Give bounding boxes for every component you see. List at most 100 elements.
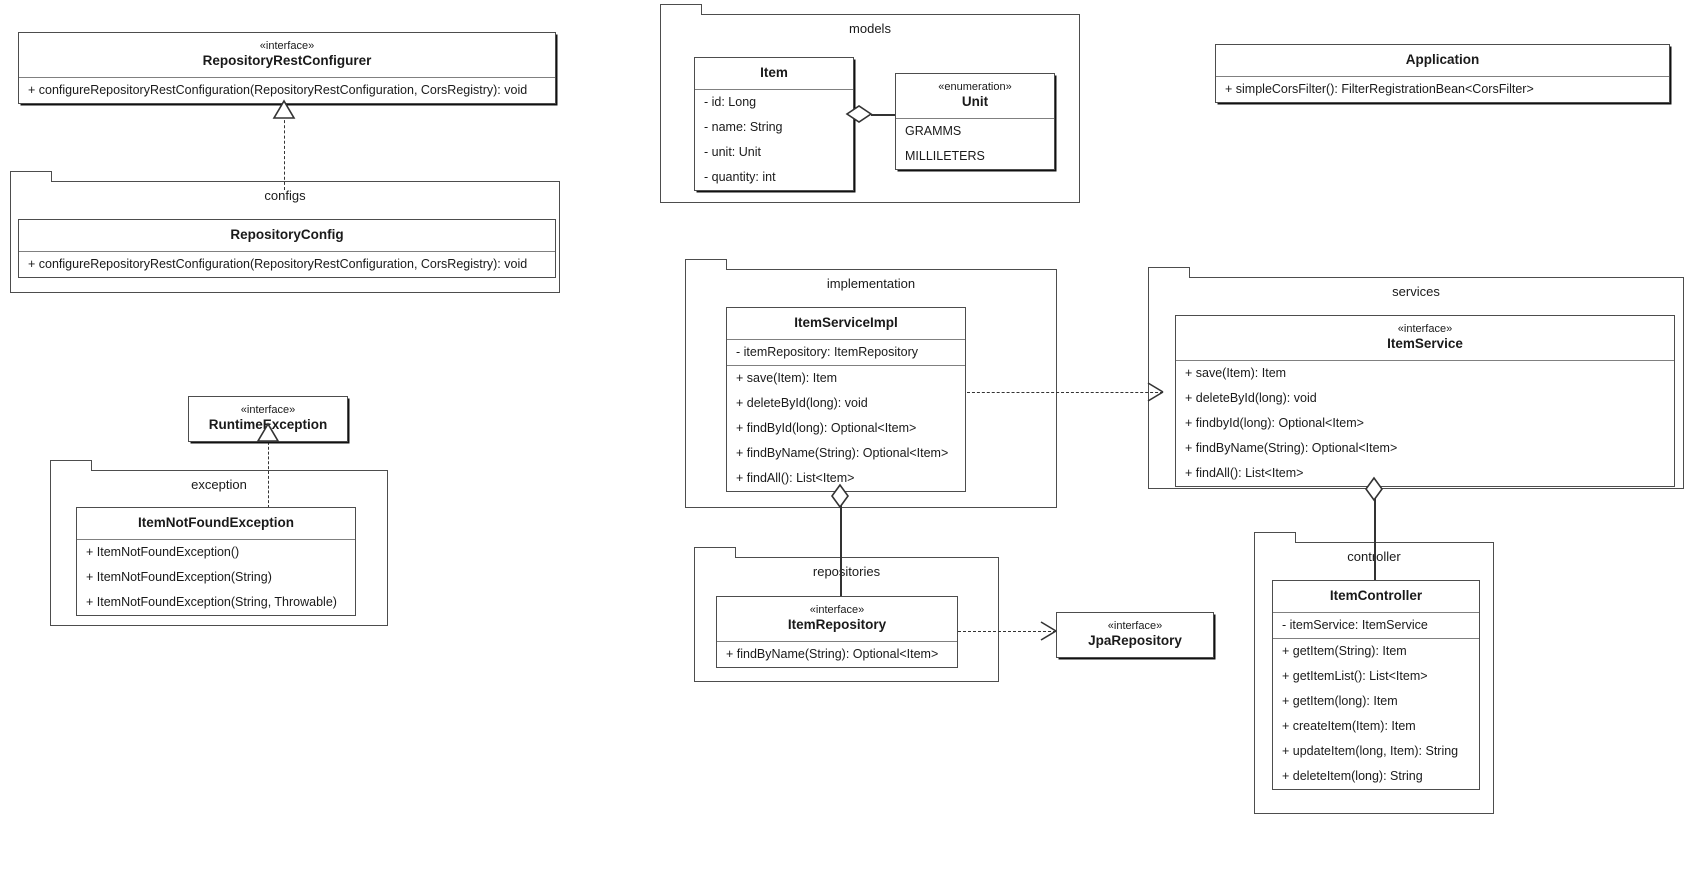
method-compartment: + configureRepositoryRestConfiguration(R…: [19, 252, 555, 277]
package-title: implementation: [826, 276, 916, 291]
method-item: + findbyId(long): Optional<Item>: [1185, 416, 1364, 430]
method-item: + findByName(String): Optional<Item>: [736, 446, 949, 460]
field-compartment: - id: Long - name: String - unit: Unit -…: [695, 90, 853, 190]
method-compartment: + save(Item): Item + deleteById(long): v…: [727, 366, 965, 491]
class-application[interactable]: Application + simpleCorsFilter(): Filter…: [1215, 44, 1670, 103]
field-compartment: - itemRepository: ItemRepository: [727, 340, 965, 366]
class-item-service[interactable]: «interface» ItemService + save(Item): It…: [1175, 315, 1675, 487]
stereotype-label: «interface»: [1397, 323, 1453, 335]
class-repository-config[interactable]: RepositoryConfig + configureRepositoryRe…: [18, 219, 556, 278]
aggregation-line-unit: [871, 114, 895, 116]
method-item: + save(Item): Item: [736, 371, 838, 385]
method-item: + configureRepositoryRestConfiguration(R…: [28, 257, 528, 271]
package-tab-icon: [9, 171, 52, 182]
package-title: configs: [264, 188, 306, 203]
method-compartment: + findByName(String): Optional<Item>: [717, 642, 957, 667]
realization-line-itemnotfoundexception: [268, 437, 269, 508]
method-compartment: + configureRepositoryRestConfiguration(R…: [19, 78, 555, 103]
method-item: + getItemList(): List<Item>: [1282, 669, 1428, 683]
class-repository-rest-configurer[interactable]: «interface» RepositoryRestConfigurer + c…: [18, 32, 556, 104]
class-name: ItemRepository: [787, 617, 887, 632]
class-header: «interface» ItemRepository: [717, 597, 957, 642]
class-name: RepositoryRestConfigurer: [202, 53, 372, 68]
class-item-service-impl[interactable]: ItemServiceImpl - itemRepository: ItemRe…: [726, 307, 966, 492]
realization-line-repositoryconfig: [284, 115, 285, 190]
package-title: exception: [191, 477, 247, 492]
package-title: services: [1392, 284, 1440, 299]
class-name: Item: [760, 65, 788, 80]
class-jpa-repository[interactable]: «interface» JpaRepository: [1056, 612, 1214, 658]
method-item: + findById(long): Optional<Item>: [736, 421, 917, 435]
field-item: - id: Long: [704, 95, 757, 109]
package-tab-icon: [1147, 267, 1190, 278]
literal-compartment: GRAMMS MILLILETERS: [896, 119, 1054, 169]
class-name: ItemController: [1329, 588, 1423, 603]
class-name: RuntimeException: [208, 417, 328, 432]
method-item: + save(Item): Item: [1185, 366, 1287, 380]
realization-line-jpa-repository: [958, 631, 1056, 632]
package-tab-icon: [684, 259, 727, 270]
class-name: ItemService: [1387, 336, 1463, 351]
method-item: + ItemNotFoundException(String): [86, 570, 272, 584]
package-title: repositories: [812, 564, 881, 579]
method-item: + getItem(long): Item: [1282, 694, 1398, 708]
aggregation-line-itemrepository: [840, 485, 842, 607]
stereotype-label: «interface»: [240, 404, 296, 416]
method-item: + findAll(): List<Item>: [1185, 466, 1304, 480]
method-compartment: + getItem(String): Item + getItemList():…: [1273, 639, 1479, 789]
class-item-not-found-exception[interactable]: ItemNotFoundException + ItemNotFoundExce…: [76, 507, 356, 616]
class-header: RepositoryConfig: [19, 220, 555, 252]
method-item: + ItemNotFoundException(): [86, 545, 240, 559]
class-header: Item: [695, 58, 853, 90]
method-item: + deleteItem(long): String: [1282, 769, 1423, 783]
field-item: - unit: Unit: [704, 145, 761, 159]
field-compartment: - itemService: ItemService: [1273, 613, 1479, 639]
stereotype-label: «interface»: [1107, 620, 1163, 632]
class-header: ItemController: [1273, 581, 1479, 613]
class-header: «interface» JpaRepository: [1057, 613, 1213, 657]
field-item: - itemService: ItemService: [1282, 618, 1428, 632]
method-compartment: + simpleCorsFilter(): FilterRegistration…: [1216, 77, 1669, 102]
method-compartment: + ItemNotFoundException() + ItemNotFound…: [77, 540, 355, 615]
class-header: «interface» RuntimeException: [189, 397, 347, 441]
method-compartment: + save(Item): Item + deleteById(long): v…: [1176, 361, 1674, 486]
class-name: ItemServiceImpl: [794, 315, 898, 330]
class-header: ItemNotFoundException: [77, 508, 355, 540]
field-item: - quantity: int: [704, 170, 776, 184]
method-item: + deleteById(long): void: [1185, 391, 1317, 405]
package-tab-icon: [1253, 532, 1296, 543]
package-tab-icon: [693, 547, 736, 558]
class-unit-enumeration[interactable]: «enumeration» Unit GRAMMS MILLILETERS: [895, 73, 1055, 170]
package-title: models: [849, 21, 891, 36]
class-name: RepositoryConfig: [230, 227, 344, 242]
enum-literal: MILLILETERS: [905, 149, 985, 163]
class-header: ItemServiceImpl: [727, 308, 965, 340]
class-item-controller[interactable]: ItemController - itemService: ItemServic…: [1272, 580, 1480, 790]
class-header: Application: [1216, 45, 1669, 77]
class-item-repository[interactable]: «interface» ItemRepository + findByName(…: [716, 596, 958, 668]
method-item: + createItem(Item): Item: [1282, 719, 1416, 733]
field-item: - itemRepository: ItemRepository: [736, 345, 919, 359]
stereotype-label: «enumeration»: [938, 81, 1012, 93]
class-runtime-exception[interactable]: «interface» RuntimeException: [188, 396, 348, 442]
method-item: + deleteById(long): void: [736, 396, 868, 410]
enum-literal: GRAMMS: [905, 124, 962, 138]
method-item: + updateItem(long, Item): String: [1282, 744, 1459, 758]
class-header: «interface» RepositoryRestConfigurer: [19, 33, 555, 78]
field-item: - name: String: [704, 120, 783, 134]
realization-line-itemservice: [967, 392, 1163, 393]
stereotype-label: «interface»: [809, 604, 865, 616]
method-item: + findByName(String): Optional<Item>: [726, 647, 939, 661]
method-item: + simpleCorsFilter(): FilterRegistration…: [1225, 82, 1534, 96]
method-item: + configureRepositoryRestConfiguration(R…: [28, 83, 528, 97]
method-item: + findByName(String): Optional<Item>: [1185, 441, 1398, 455]
class-name: JpaRepository: [1088, 633, 1182, 648]
aggregation-line-itemcontroller: [1374, 478, 1376, 581]
method-item: + getItem(String): Item: [1282, 644, 1407, 658]
class-header: «enumeration» Unit: [896, 74, 1054, 119]
method-item: + findAll(): List<Item>: [736, 471, 855, 485]
class-name: Application: [1405, 52, 1480, 67]
class-header: «interface» ItemService: [1176, 316, 1674, 361]
package-tab-icon: [49, 460, 92, 471]
class-item[interactable]: Item - id: Long - name: String - unit: U…: [694, 57, 854, 191]
